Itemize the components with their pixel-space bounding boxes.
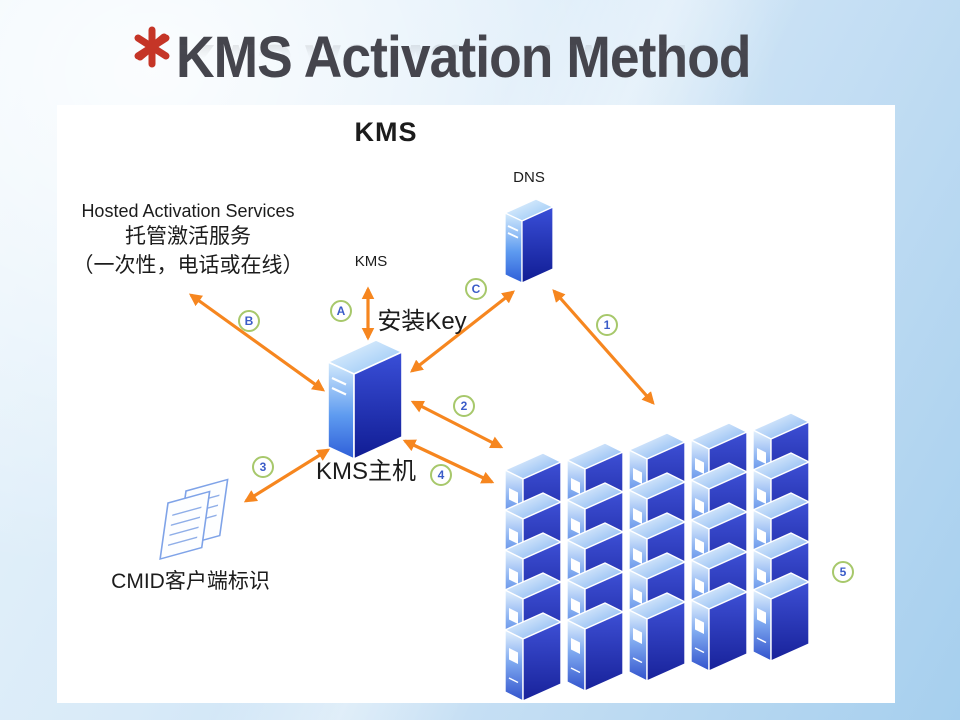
dns-server-icon xyxy=(504,198,554,284)
kms-host-label: KMS主机 xyxy=(315,458,416,485)
badge-C: C xyxy=(465,278,487,300)
badge-A: A xyxy=(330,300,352,322)
kms-service-label: KMS xyxy=(354,253,388,270)
kms-host-server-icon xyxy=(327,339,403,460)
diagram-canvas xyxy=(159,198,810,702)
badge-4: 4 xyxy=(430,464,452,486)
arrow-1 xyxy=(552,289,655,405)
badge-3: 3 xyxy=(252,456,274,478)
client-computer xyxy=(566,602,624,692)
dns-label: DNS xyxy=(513,169,545,186)
client-computer xyxy=(752,572,810,662)
cmid-documents-icon xyxy=(159,478,229,561)
arrow-4 xyxy=(402,439,495,484)
badge-1: 1 xyxy=(596,314,618,336)
page-title-reflection: KMS Activation Method xyxy=(176,32,751,97)
hosted-activation-label: Hosted Activation Services 托管激活服务 （一次性，电… xyxy=(59,199,317,280)
slide-title-row: KMS Activation Method KMS Activation Met… xyxy=(130,18,890,104)
bullet-asterisk-icon xyxy=(130,24,174,70)
badge-B: B xyxy=(238,310,260,332)
asterisk-icon-canvas xyxy=(134,26,170,68)
cmid-label: CMID客户端标识 xyxy=(111,570,270,593)
client-computers-grid xyxy=(504,412,810,702)
diagram-panel: KMS DNS Hosted Activation Services 托管激活服… xyxy=(57,105,895,703)
arrow-B xyxy=(188,293,326,392)
install-key-label: 安装Key xyxy=(377,308,467,335)
arrow-2 xyxy=(410,400,504,449)
arrow-lines xyxy=(188,286,655,503)
hosted-line-1: Hosted Activation Services xyxy=(81,201,295,221)
badge-2: 2 xyxy=(453,395,475,417)
hosted-line-3: （一次性，电话或在线） xyxy=(72,253,304,277)
page-title: KMS Activation Method xyxy=(176,25,751,90)
client-computer xyxy=(690,582,748,672)
hosted-line-2: 托管激活服务 xyxy=(125,225,251,249)
badge-5: 5 xyxy=(832,561,854,583)
arrow-C xyxy=(409,290,516,373)
diagram-heading: KMS xyxy=(354,117,418,147)
arrow-3 xyxy=(243,448,331,503)
client-computer xyxy=(504,612,562,702)
client-computer xyxy=(628,592,686,682)
